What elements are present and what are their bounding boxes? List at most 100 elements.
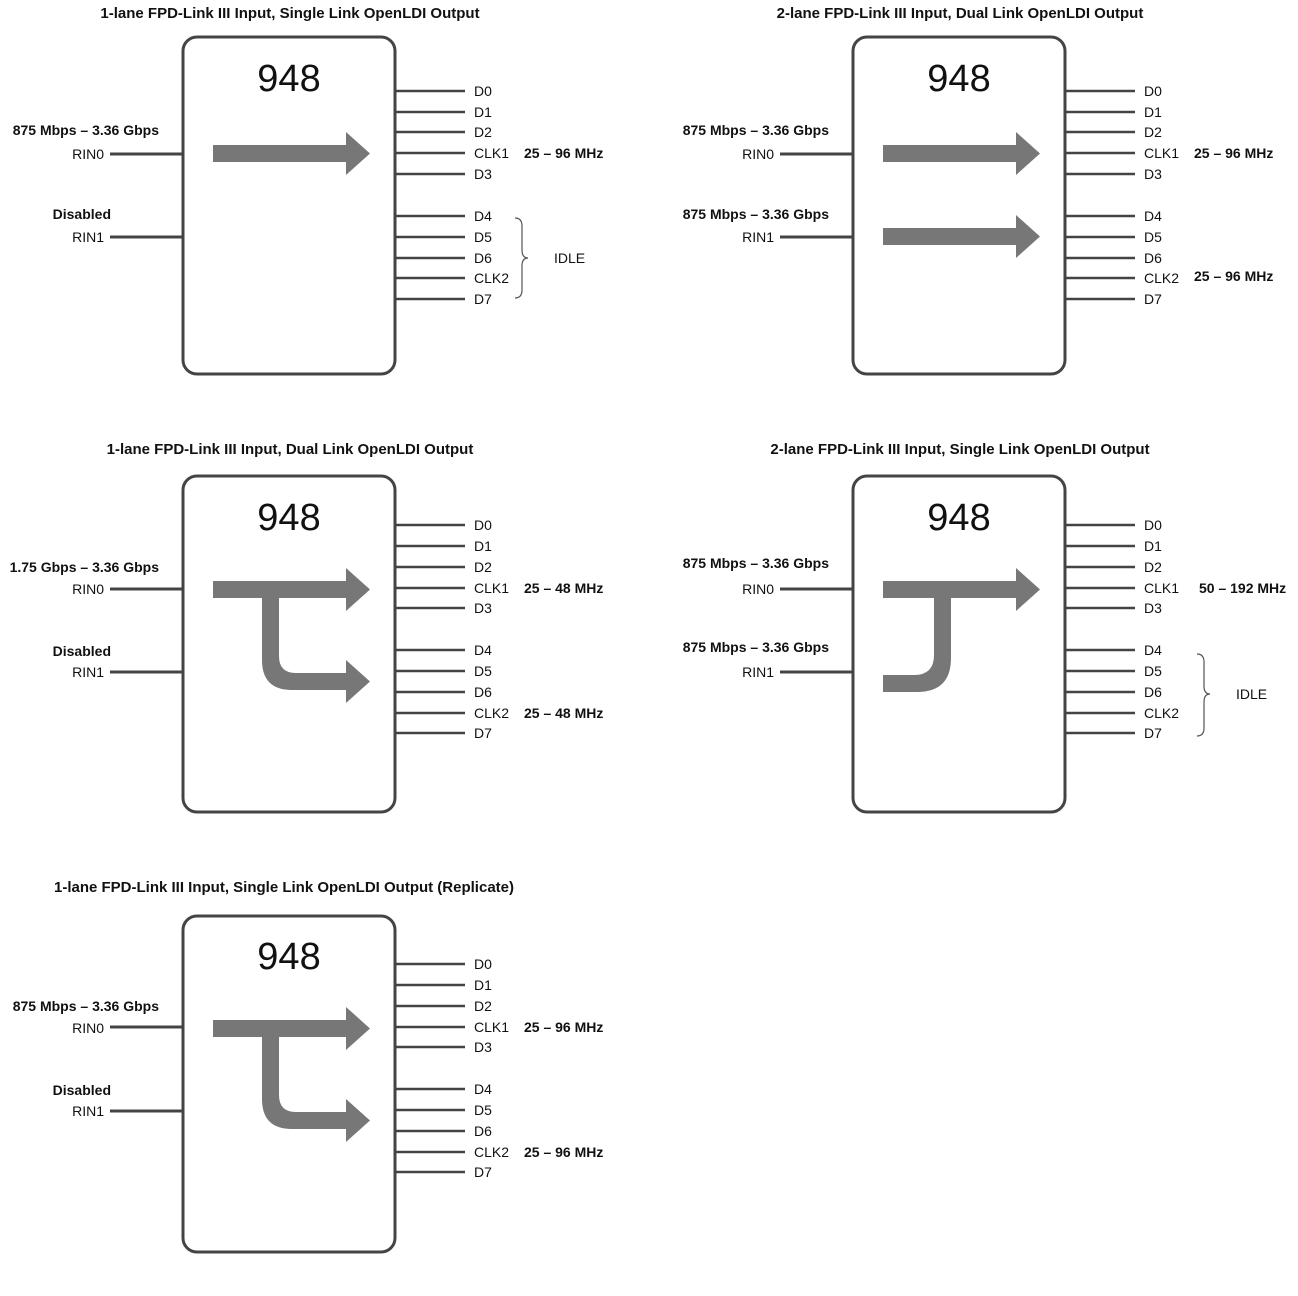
diagram-1: 1-lane FPD-Link III Input, Single Link O…: [0, 0, 660, 420]
output-d0: D0: [474, 517, 492, 533]
output-d7: D7: [474, 725, 492, 741]
rin1-label: RIN1: [742, 229, 774, 245]
data-arrow-lower: [883, 215, 1040, 258]
idle-brace: [1196, 653, 1211, 737]
idle-label: IDLE: [554, 250, 586, 266]
diagram-5: 1-lane FPD-Link III Input, Single Link O…: [0, 876, 660, 1296]
chip-label: 948: [927, 497, 991, 539]
output-d4: D4: [474, 208, 492, 224]
rin0-label: RIN0: [742, 581, 774, 597]
rin1-rate: 875 Mbps – 3.36 Gbps: [682, 639, 829, 655]
output-d2: D2: [1144, 124, 1162, 140]
output-d7: D7: [474, 291, 492, 307]
diagram-title: 2-lane FPD-Link III Input, Single Link O…: [770, 441, 1150, 458]
clk1-frequency: 25 – 96 MHz: [524, 1019, 604, 1035]
diagram-1-graphics: [110, 35, 529, 376]
output-d1: D1: [1144, 538, 1162, 554]
output-d7: D7: [474, 1164, 492, 1180]
output-d7: D7: [1144, 725, 1162, 741]
diagram-title: 1-lane FPD-Link III Input, Single Link O…: [100, 5, 480, 22]
chip-box: [181, 35, 397, 376]
diagram-5-graphics: [110, 914, 465, 1254]
data-arrow-upper: [883, 132, 1040, 175]
output-d3: D3: [474, 600, 492, 616]
output-d4: D4: [474, 642, 492, 658]
diagram-4-graphics: [780, 474, 1211, 814]
output-clk1: CLK1: [474, 145, 510, 161]
output-lines: [1065, 523, 1135, 735]
rin1-rate: 875 Mbps – 3.36 Gbps: [682, 206, 829, 222]
clk1-frequency: 25 – 96 MHz: [1194, 145, 1274, 161]
chip-label: 948: [257, 497, 321, 539]
output-d3: D3: [474, 1039, 492, 1055]
output-d0: D0: [474, 956, 492, 972]
output-lines: [395, 89, 465, 301]
output-d2: D2: [474, 998, 492, 1014]
output-lines: [395, 962, 465, 1174]
clk1-frequency: 25 – 48 MHz: [524, 580, 604, 596]
clk1-frequency: 50 – 192 MHz: [1199, 580, 1287, 596]
rin1-label: RIN1: [72, 229, 104, 245]
split-arrow: [213, 568, 370, 703]
output-d3: D3: [1144, 166, 1162, 182]
chip-label: 948: [257, 936, 321, 978]
output-d6: D6: [1144, 250, 1162, 266]
output-d2: D2: [474, 124, 492, 140]
idle-brace: [514, 217, 529, 299]
diagram-2: 2-lane FPD-Link III Input, Dual Link Ope…: [670, 0, 1298, 420]
rin0-rate: 875 Mbps – 3.36 Gbps: [12, 122, 159, 138]
rin0-label: RIN0: [742, 146, 774, 162]
output-d5: D5: [1144, 229, 1162, 245]
diagram-title: 1-lane FPD-Link III Input, Dual Link Ope…: [106, 441, 474, 458]
chip-label: 948: [927, 58, 991, 100]
rin0-rate: 875 Mbps – 3.36 Gbps: [682, 122, 829, 138]
clk1-frequency: 25 – 96 MHz: [524, 145, 604, 161]
output-d4: D4: [1144, 642, 1162, 658]
output-d5: D5: [474, 663, 492, 679]
diagram-3: 1-lane FPD-Link III Input, Dual Link Ope…: [0, 438, 660, 858]
rin1-rate: Disabled: [52, 1082, 111, 1098]
chip-box: [181, 914, 397, 1254]
chip-box: [851, 35, 1067, 376]
idle-label: IDLE: [1236, 686, 1268, 702]
output-d6: D6: [474, 250, 492, 266]
output-clk2: CLK2: [1144, 705, 1180, 721]
rin1-label: RIN1: [742, 664, 774, 680]
output-d5: D5: [474, 229, 492, 245]
output-clk2: CLK2: [474, 270, 510, 286]
diagram-4: 2-lane FPD-Link III Input, Single Link O…: [670, 438, 1298, 858]
rin1-label: RIN1: [72, 664, 104, 680]
output-d7: D7: [1144, 291, 1162, 307]
output-d6: D6: [474, 1123, 492, 1139]
output-d4: D4: [474, 1081, 492, 1097]
output-d0: D0: [1144, 83, 1162, 99]
output-d0: D0: [474, 83, 492, 99]
chip-label: 948: [257, 58, 321, 100]
output-clk1: CLK1: [1144, 580, 1180, 596]
output-lines: [395, 523, 465, 735]
rin1-rate: Disabled: [52, 643, 111, 659]
rin0-rate: 1.75 Gbps – 3.36 Gbps: [9, 559, 159, 575]
output-lines: [1065, 89, 1135, 301]
output-clk1: CLK1: [1144, 145, 1180, 161]
rin0-label: RIN0: [72, 146, 104, 162]
replicate-arrow: [213, 1007, 370, 1142]
output-d5: D5: [474, 1102, 492, 1118]
diagram-2-graphics: [780, 35, 1135, 376]
chip-box: [181, 474, 397, 814]
output-clk2: CLK2: [474, 1144, 510, 1160]
rin0-rate: 875 Mbps – 3.36 Gbps: [682, 555, 829, 571]
diagram-title: 2-lane FPD-Link III Input, Dual Link Ope…: [776, 5, 1144, 22]
output-d2: D2: [474, 559, 492, 575]
output-d5: D5: [1144, 663, 1162, 679]
output-d6: D6: [1144, 684, 1162, 700]
output-d1: D1: [474, 977, 492, 993]
output-d4: D4: [1144, 208, 1162, 224]
data-arrow: [213, 132, 370, 175]
rin0-rate: 875 Mbps – 3.36 Gbps: [12, 998, 159, 1014]
output-d2: D2: [1144, 559, 1162, 575]
merge-arrow: [883, 568, 1040, 692]
output-clk2: CLK2: [474, 705, 510, 721]
diagram-title: 1-lane FPD-Link III Input, Single Link O…: [53, 879, 514, 896]
clk2-frequency: 25 – 96 MHz: [524, 1144, 604, 1160]
